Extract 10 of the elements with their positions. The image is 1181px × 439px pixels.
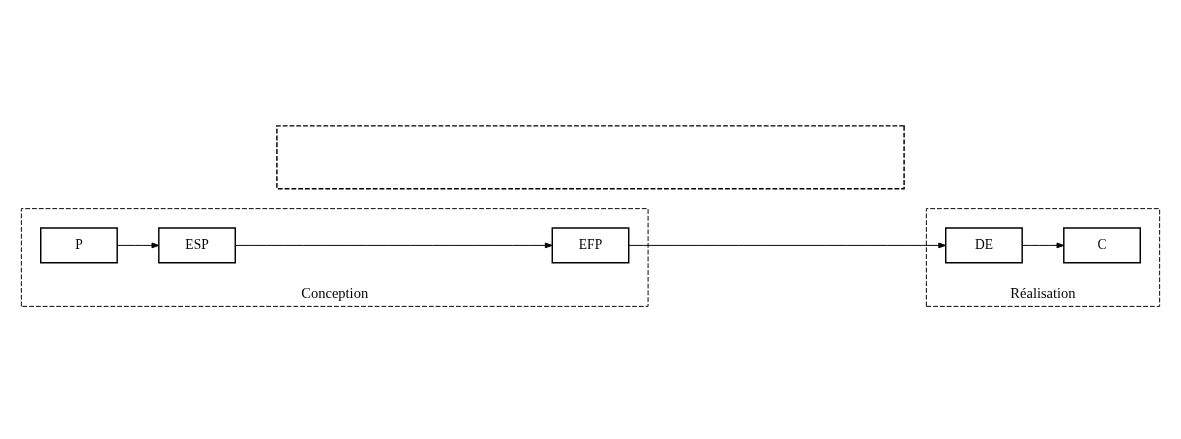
node-box: EFP <box>551 226 630 264</box>
node-box: P <box>40 226 118 264</box>
node-box: DE <box>945 226 1023 264</box>
arrow <box>235 242 553 248</box>
node-box: ESP <box>158 226 236 264</box>
arrow <box>116 242 160 248</box>
node-box <box>276 124 905 189</box>
arrow <box>628 242 947 248</box>
node-box: C <box>1063 226 1141 264</box>
arrow <box>1021 242 1065 248</box>
